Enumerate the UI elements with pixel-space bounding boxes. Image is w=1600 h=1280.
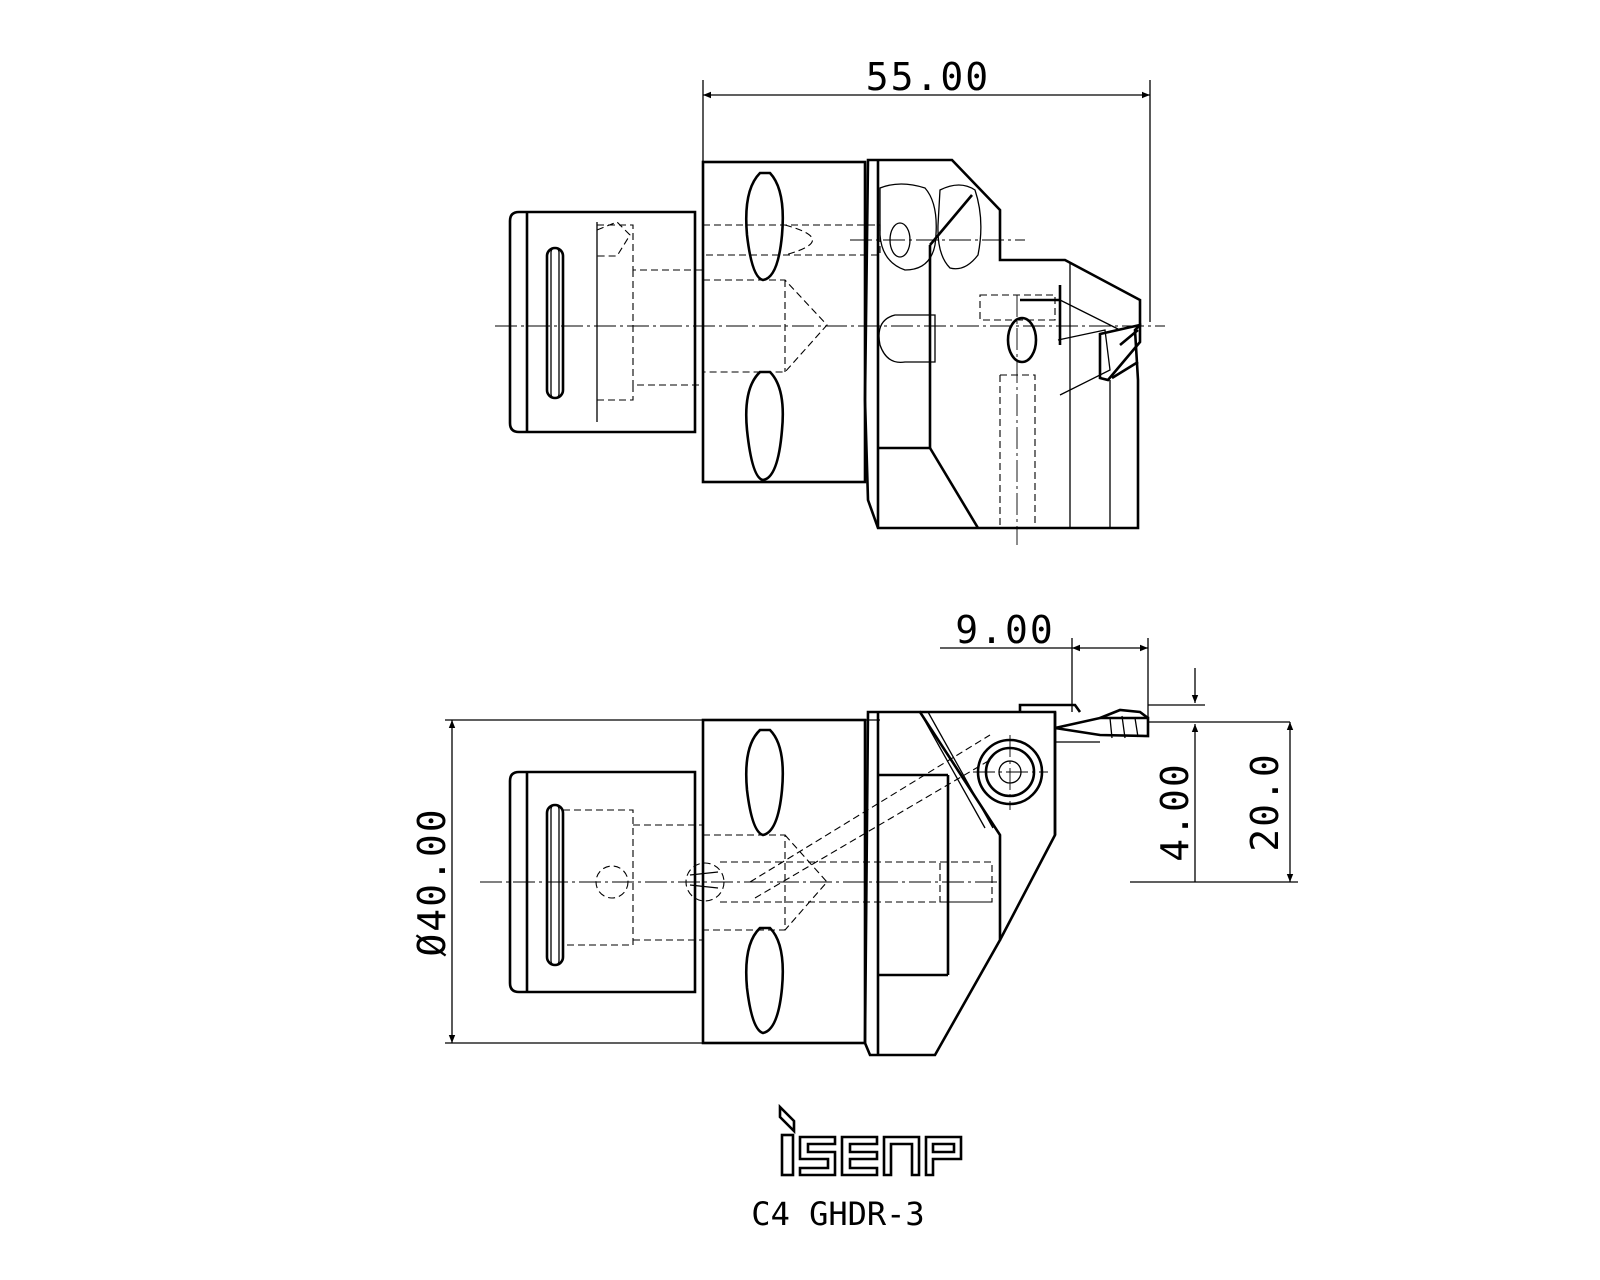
bottom-head: [863, 703, 1150, 1057]
top-shank: [508, 210, 704, 434]
top-head: [863, 158, 1142, 530]
dim-offset-label: 4.00: [1153, 762, 1197, 862]
dimension-diameter: Ø40.00: [410, 719, 880, 1044]
dim-diameter-label: Ø40.00: [410, 807, 454, 956]
dimension-offset: 4.00: [1148, 668, 1290, 882]
dimension-height: 20.0: [1130, 722, 1298, 883]
dimension-length: 55.00: [702, 55, 1151, 322]
bottom-shank: [508, 720, 704, 1043]
part-number: C4 GHDR-3: [751, 1195, 924, 1233]
dim-height-label: 20.0: [1243, 752, 1287, 852]
top-body: [701, 160, 881, 484]
iscar-logo: iscar: [778, 1103, 963, 1177]
top-view: 55.00: [495, 55, 1165, 545]
bottom-body: [685, 718, 991, 1045]
dim-width-label: 9.00: [955, 608, 1055, 652]
dimension-width: 9.00: [940, 608, 1149, 730]
dim-length-label: 55.00: [866, 55, 990, 99]
bottom-view: 9.00 Ø40.00 4.00 20.0: [410, 608, 1298, 1057]
